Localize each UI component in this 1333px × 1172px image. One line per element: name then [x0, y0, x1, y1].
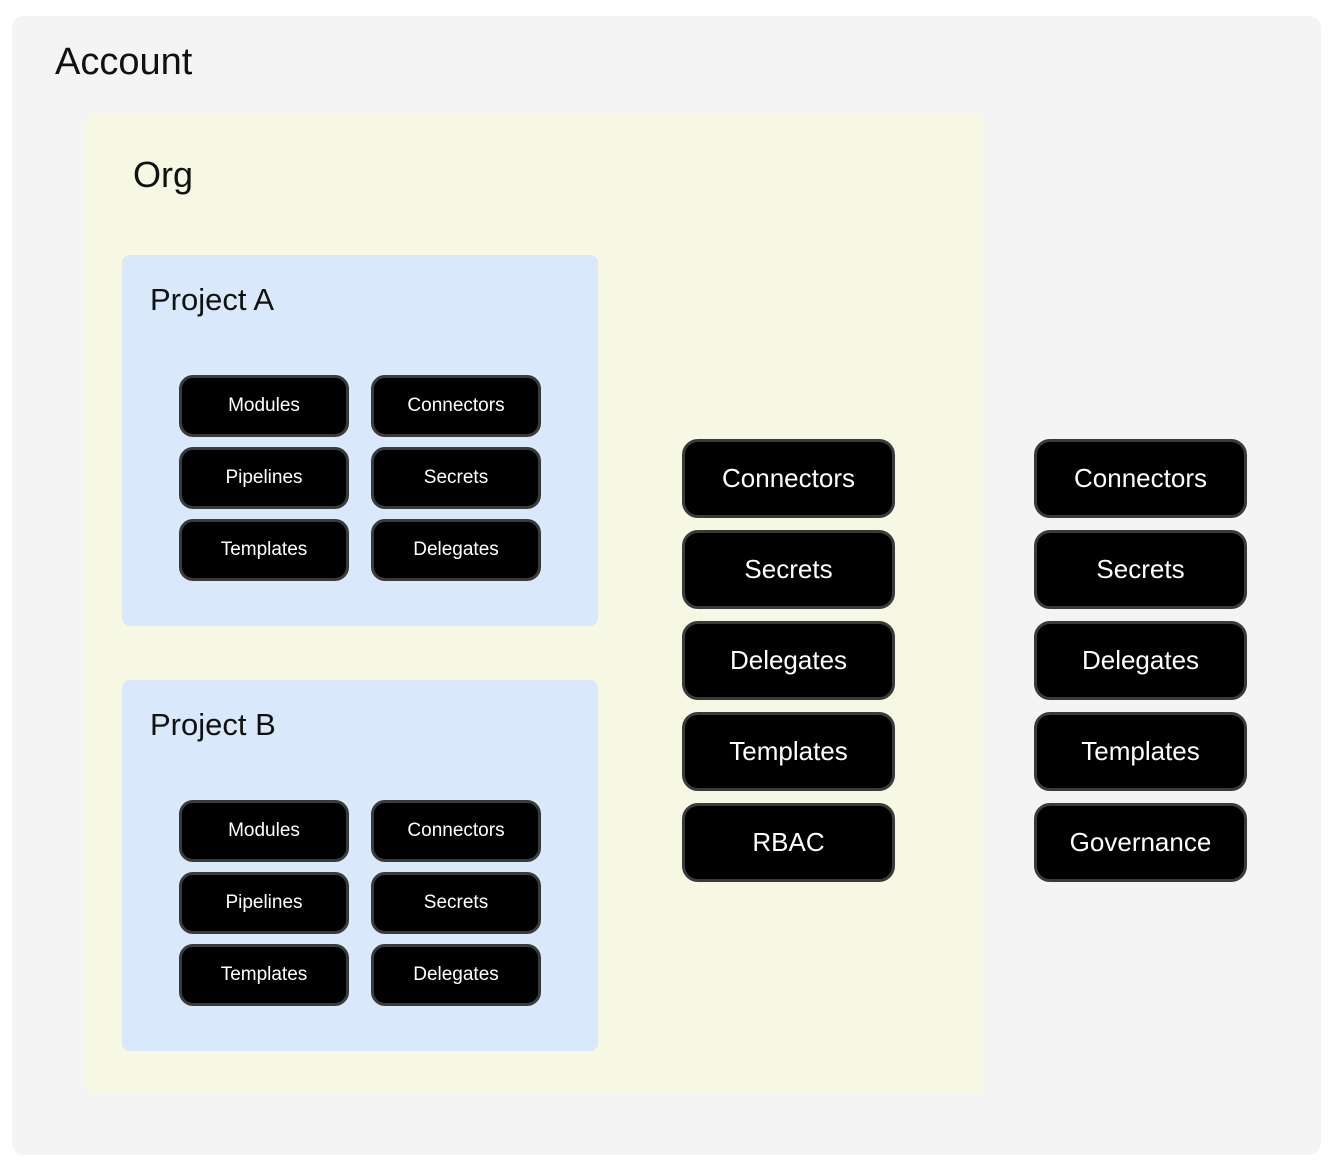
- org-rbac-button[interactable]: RBAC: [682, 803, 895, 882]
- account-secrets-button[interactable]: Secrets: [1034, 530, 1247, 609]
- project-a-templates-button[interactable]: Templates: [179, 519, 349, 581]
- project-b-delegates-button[interactable]: Delegates: [371, 944, 541, 1006]
- project-b-pipelines-button[interactable]: Pipelines: [179, 872, 349, 934]
- account-resource-list: Connectors Secrets Delegates Templates G…: [1034, 439, 1247, 882]
- account-container: Account Org Project A Modules Connectors…: [12, 16, 1321, 1155]
- org-templates-button[interactable]: Templates: [682, 712, 895, 791]
- project-b-templates-button[interactable]: Templates: [179, 944, 349, 1006]
- org-connectors-button[interactable]: Connectors: [682, 439, 895, 518]
- org-delegates-button[interactable]: Delegates: [682, 621, 895, 700]
- project-a-pipelines-button[interactable]: Pipelines: [179, 447, 349, 509]
- org-secrets-button[interactable]: Secrets: [682, 530, 895, 609]
- project-a-modules-button[interactable]: Modules: [179, 375, 349, 437]
- org-resource-list: Connectors Secrets Delegates Templates R…: [682, 439, 895, 882]
- account-templates-button[interactable]: Templates: [1034, 712, 1247, 791]
- project-b-secrets-button[interactable]: Secrets: [371, 872, 541, 934]
- project-a-title: Project A: [150, 282, 275, 317]
- project-a-resource-grid: Modules Connectors Pipelines Secrets Tem…: [179, 375, 541, 581]
- account-delegates-button[interactable]: Delegates: [1034, 621, 1247, 700]
- project-b-title: Project B: [150, 707, 276, 742]
- project-a-secrets-button[interactable]: Secrets: [371, 447, 541, 509]
- project-a-connectors-button[interactable]: Connectors: [371, 375, 541, 437]
- account-title: Account: [55, 41, 193, 83]
- account-governance-button[interactable]: Governance: [1034, 803, 1247, 882]
- account-connectors-button[interactable]: Connectors: [1034, 439, 1247, 518]
- project-b-connectors-button[interactable]: Connectors: [371, 800, 541, 862]
- project-a-container: Project A Modules Connectors Pipelines S…: [122, 255, 598, 626]
- project-b-resource-grid: Modules Connectors Pipelines Secrets Tem…: [179, 800, 541, 1006]
- org-container: Org Project A Modules Connectors Pipelin…: [85, 113, 984, 1093]
- project-a-delegates-button[interactable]: Delegates: [371, 519, 541, 581]
- org-title: Org: [133, 154, 194, 195]
- project-b-modules-button[interactable]: Modules: [179, 800, 349, 862]
- project-b-container: Project B Modules Connectors Pipelines S…: [122, 680, 598, 1051]
